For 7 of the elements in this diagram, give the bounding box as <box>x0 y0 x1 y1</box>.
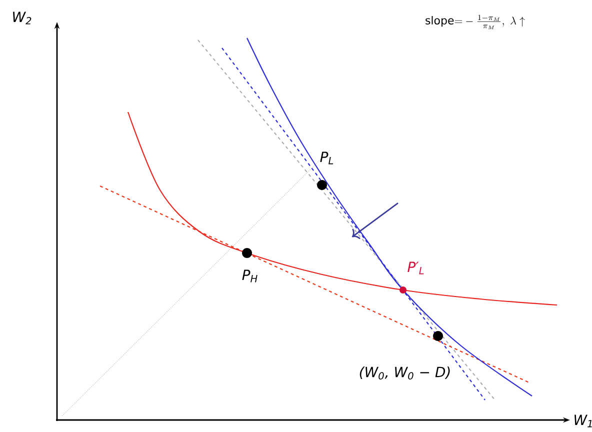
axis-label: W$_{2}$ <box>13 12 32 24</box>
axis-label: W$_{1}$ <box>574 414 592 428</box>
point-label: P$_{H}$ <box>242 270 258 282</box>
point-label: P′$_{L}$ <box>408 262 424 274</box>
slope-label: $\mathrm{slope}{=}-\frac{1-\pi_M}{\pi_M},\ \lambda\uparrow$ <box>426 14 525 30</box>
point-label: (W$_{0}$, W$_{0}$ − D) <box>360 366 450 380</box>
point-label: P$_{L}$ <box>320 152 334 164</box>
